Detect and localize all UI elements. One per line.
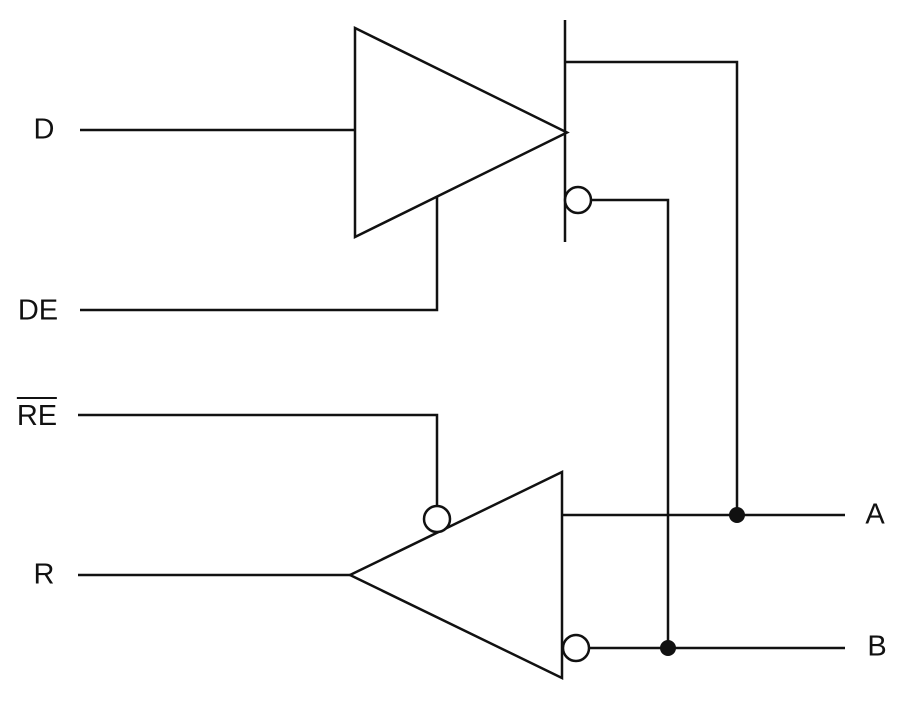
label-receiver-enable-text: RE (16, 400, 58, 432)
label-line-a: A (865, 498, 885, 531)
label-driver-input-text: D (33, 113, 55, 146)
label-driver-enable-text: DE (17, 294, 59, 327)
label-line-a-text: A (865, 498, 885, 531)
label-receiver-output: R (33, 558, 55, 591)
label-receiver-enable: RE (16, 397, 58, 432)
junction-dot-b (660, 640, 676, 656)
driver-inverting-output-wire (591, 198, 670, 648)
label-receiver-output-text: R (33, 558, 55, 591)
active-low-overline: RE (16, 397, 58, 432)
label-line-b: B (867, 630, 887, 663)
label-driver-enable: DE (17, 294, 59, 327)
receiver-enable-bubble-icon (422, 504, 452, 534)
junction-dot-a (729, 507, 745, 523)
driver-inverting-bubble-icon (563, 185, 593, 215)
driver-buffer-symbol (353, 25, 570, 240)
receiver-buffer-symbol (347, 470, 564, 680)
driver-noninverting-output-wire (565, 60, 739, 515)
label-driver-input: D (33, 113, 55, 146)
driver-enable-wire (80, 196, 439, 312)
receiver-inverting-bubble-icon (561, 633, 591, 663)
label-line-b-text: B (867, 630, 887, 663)
receiver-enable-wire (78, 413, 439, 506)
